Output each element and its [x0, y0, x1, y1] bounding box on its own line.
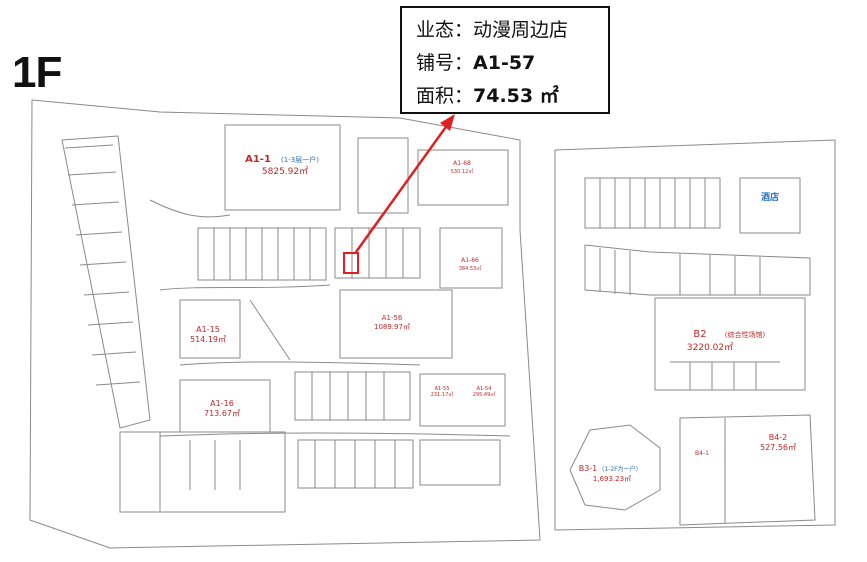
unit-b4-2-area: 527.56㎡	[760, 443, 796, 452]
unit-a1-68-area: 530.12㎡	[451, 168, 474, 175]
unit-b4-1-code: B4-1	[695, 450, 709, 457]
unit-a1-56-area: 1089.97㎡	[374, 323, 410, 331]
shop-number-value: A1-57	[473, 52, 536, 74]
info-row-business-type: 业态：动漫周边店	[416, 14, 594, 47]
unit-a1-1-code: A1-1	[245, 154, 271, 165]
unit-a1-66-area: 384.53㎡	[459, 265, 482, 272]
unit-a1-54-area: 295.49㎡	[473, 391, 496, 398]
unit-a1-16-code: A1-16	[210, 399, 234, 408]
unit-b2-area: 3220.02㎡	[687, 342, 733, 353]
unit-a1-54-code: A1-54	[477, 386, 492, 392]
unit-labels: A1-1 (1-3层一户) 5825.92㎡ A1-68 530.12㎡ A1-…	[190, 154, 796, 483]
pointer-arrow	[354, 114, 455, 253]
unit-a1-55-area: 231.17㎡	[431, 391, 454, 398]
floor-label: 1F	[12, 48, 62, 97]
plan-outline-east	[554, 139, 836, 531]
business-type-value: 动漫周边店	[473, 19, 569, 41]
unit-a1-1-note: (1-3层一户)	[281, 155, 319, 164]
unit-a1-15-area: 514.19㎡	[190, 335, 226, 344]
unit-a1-68-code: A1-68	[453, 160, 471, 167]
highlight-a1-57[interactable]	[343, 252, 359, 274]
info-row-shop-number: 铺号：A1-57	[416, 47, 594, 80]
area-label: 面积：	[416, 85, 474, 107]
unit-b2-note: (综合性场馆)	[725, 330, 766, 339]
plan-outline	[29, 99, 541, 549]
unit-a1-55-code: A1-55	[435, 386, 450, 392]
business-type-label: 业态：	[416, 19, 474, 41]
unit-a1-15-code: A1-15	[196, 325, 220, 334]
unit-b4-2-code: B4-2	[769, 433, 788, 442]
unit-a1-1-area: 5825.92㎡	[262, 166, 308, 177]
unit-b2-code: B2	[693, 329, 706, 340]
unit-b3-1-area: 1,693.23㎡	[593, 475, 631, 483]
shop-info-box: 业态：动漫周边店 铺号：A1-57 面积：74.53 ㎡	[400, 6, 610, 114]
unit-a1-66-code: A1-66	[461, 257, 479, 264]
shop-number-label: 铺号：	[416, 52, 474, 74]
unit-b3-1-code: B3-1	[579, 464, 598, 473]
info-row-area: 面积：74.53 ㎡	[416, 80, 594, 113]
hotel-label: 酒店	[761, 191, 779, 203]
unit-a1-56-code: A1-56	[382, 314, 403, 322]
area-value: 74.53 ㎡	[473, 85, 559, 107]
unit-a1-16-area: 713.67㎡	[204, 409, 240, 418]
unit-b3-1-note: (1-2F为一户)	[602, 465, 638, 473]
